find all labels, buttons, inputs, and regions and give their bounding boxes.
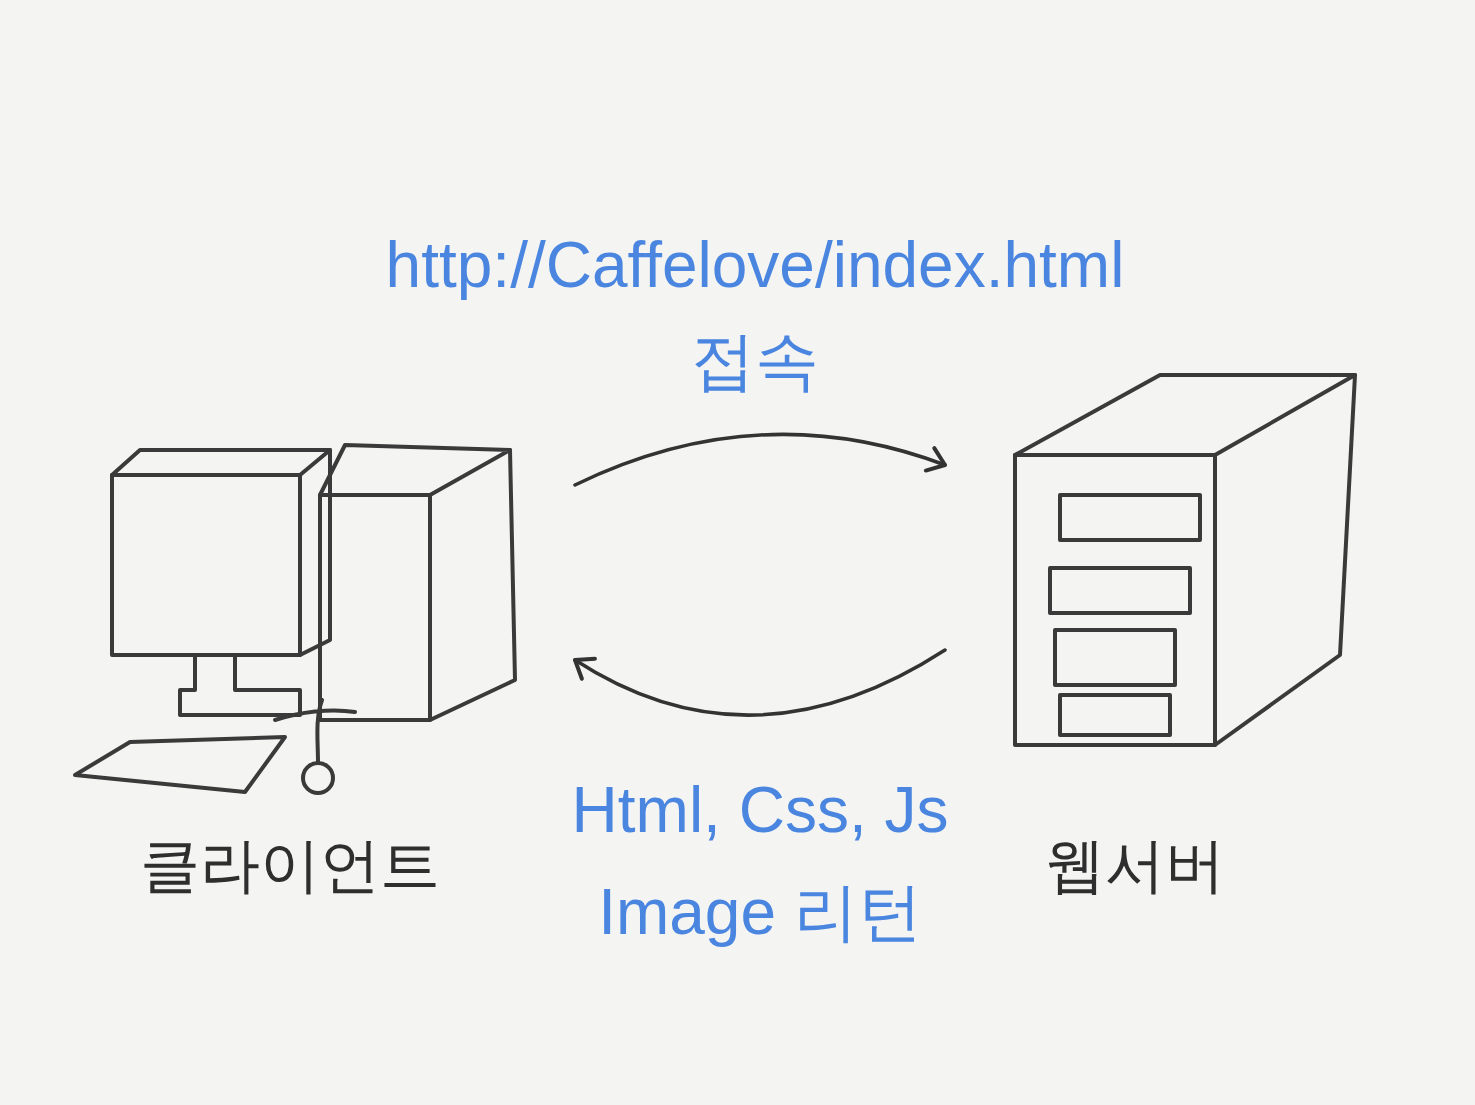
server-drawer [1060,495,1200,540]
monitor [112,475,300,655]
tower-front [320,495,430,720]
monitor-stand [180,655,300,715]
tower-top [320,445,510,495]
mouse-cord [275,700,355,763]
client-computer [75,445,515,793]
web-server [1015,375,1355,745]
edge-label: http://Caffelove/index.html 접속 [345,217,1165,409]
server-top [1015,375,1355,455]
server-drawer [1055,630,1175,685]
curved-arrow [575,650,945,715]
server-side [1215,375,1355,745]
server-front [1015,455,1215,745]
edge-label: Html, Css, Js Image 리턴 [520,759,1000,964]
monitor-top [112,450,330,475]
server-drawer [1050,568,1190,613]
keyboard [75,737,285,792]
device-node: 클라이언트 [70,430,575,930]
node-label: 웹서버 [1045,830,1225,902]
server-drawer [1060,695,1170,735]
device-node: 웹서버 [945,360,1365,930]
curved-arrow [575,434,945,485]
mouse [303,763,333,793]
node-label: 클라이언트 [140,830,440,902]
tower-side [430,450,515,720]
